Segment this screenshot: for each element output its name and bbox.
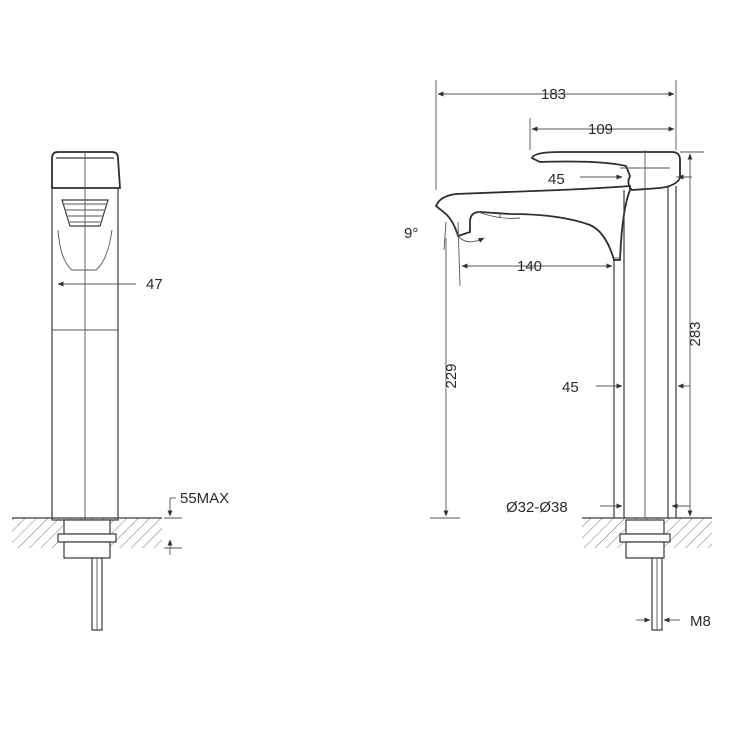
front-angle-label: 9° [404,225,418,242]
side-faucet-body [51,151,121,521]
front-body-dia-label: 45 [562,379,579,396]
front-overall-height-label: 283 [687,321,704,346]
side-deck-label: 55MAX [180,490,229,507]
front-thread-label: M8 [690,613,711,630]
side-width-label: 47 [146,276,163,293]
front-handle-label: 109 [588,121,613,138]
front-view: 183 109 45 9° 140 229 283 45 Ø32-Ø3 [404,80,712,631]
front-base-fixing [619,519,671,631]
side-base-fixing [57,519,117,631]
front-handle-dia-label: 45 [548,171,565,188]
front-hole-label: Ø32-Ø38 [506,499,568,516]
front-spout-reach-label: 140 [517,258,542,275]
front-spout-height-label: 229 [443,363,460,388]
front-faucet-body [434,150,681,518]
front-overall-width-label: 183 [541,86,566,103]
side-view: 47 55MAX [12,151,229,631]
